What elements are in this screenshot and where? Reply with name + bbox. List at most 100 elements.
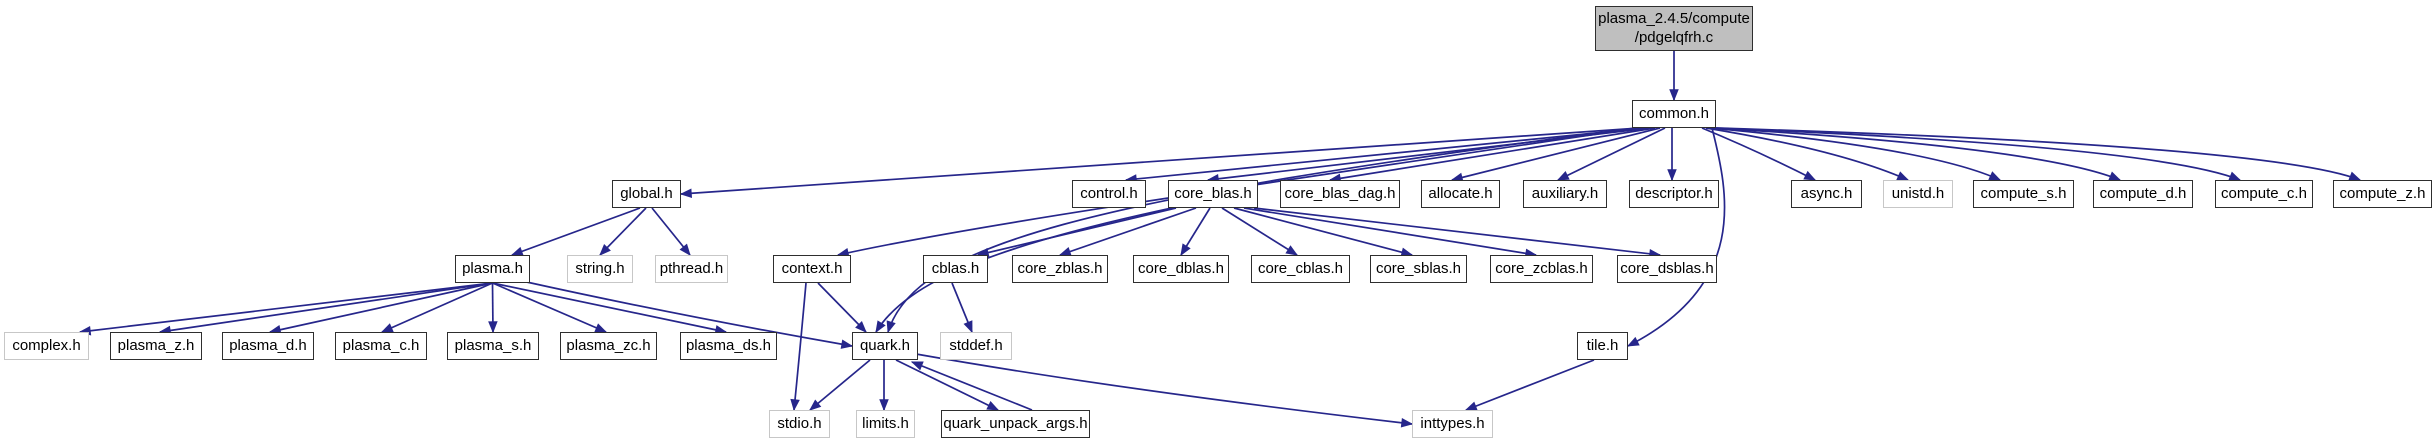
- node-quark-unpack-args-h[interactable]: quark_unpack_args.h: [941, 410, 1090, 438]
- node-descriptor-h[interactable]: descriptor.h: [1629, 180, 1719, 208]
- edge-common-h-to-compute-d-h: [1711, 127, 2122, 181]
- node-inttypes-h: inttypes.h: [1412, 410, 1493, 438]
- node-label: core_blas.h: [1174, 184, 1252, 202]
- node-common-h[interactable]: common.h: [1632, 100, 1716, 128]
- edge-core-blas-h-to-core-dsblas-h: [1253, 207, 1662, 259]
- edge-plasma-h-to-plasma-d-h: [268, 282, 493, 335]
- node-quark-h[interactable]: quark.h: [852, 332, 918, 360]
- edge-common-h-to-quark-h: [886, 127, 1637, 334]
- node-label: control.h: [1080, 184, 1138, 202]
- node-label: plasma_d.h: [229, 336, 307, 354]
- node-label: limits.h: [862, 414, 909, 432]
- node-label: plasma_ds.h: [685, 336, 772, 354]
- edge-core-blas-h-to-core-cblas-h: [1221, 207, 1299, 256]
- edge-common-h-to-async-h: [1701, 127, 1817, 181]
- node-plasma-ds-h[interactable]: plasma_ds.h: [680, 332, 777, 360]
- node-compute-c-h[interactable]: compute_c.h: [2215, 180, 2313, 208]
- node-label: tile.h: [1586, 336, 1619, 354]
- node-plasma-c-h[interactable]: plasma_c.h: [335, 332, 427, 360]
- node-label: compute_s.h: [1980, 184, 2067, 202]
- edge-plasma-h-to-complex-h: [78, 282, 493, 336]
- node-global-h[interactable]: global.h: [612, 180, 681, 208]
- edge-core-blas-h-to-core-zblas-h: [1058, 207, 1197, 257]
- edge-quark-h-to-inttypes-h: [915, 353, 1414, 428]
- edge-cblas-h-to-stddef-h: [951, 282, 973, 334]
- edge-common-h-to-compute-s-h: [1709, 127, 2002, 181]
- node-label: common.h: [1638, 104, 1710, 122]
- edge-context-h-to-quark-h: [817, 282, 867, 333]
- edge-global-h-to-pthread-h: [651, 207, 691, 256]
- node-compute-d-h[interactable]: compute_d.h: [2093, 180, 2193, 208]
- node-label: compute_d.h: [2099, 184, 2187, 202]
- node-label: auxiliary.h: [1531, 184, 1599, 202]
- node-label: compute_z.h: [2339, 184, 2426, 202]
- node-label: pthread.h: [659, 259, 724, 277]
- edge-core-blas-h-to-core-sblas-h: [1233, 207, 1414, 257]
- node-plasma-zc-h[interactable]: plasma_zc.h: [560, 332, 657, 360]
- node-label: async.h: [1800, 184, 1853, 202]
- node-label: core_sblas.h: [1375, 259, 1462, 277]
- node-label: plasma_z.h: [117, 336, 195, 354]
- node-tile-h[interactable]: tile.h: [1577, 332, 1628, 360]
- node-cblas-h[interactable]: cblas.h: [923, 255, 988, 283]
- edge-plasma-h-to-plasma-s-h: [488, 282, 498, 334]
- node-core-dblas-h[interactable]: core_dblas.h: [1133, 255, 1229, 283]
- node-pdgelqfrh-c[interactable]: plasma_2.4.5/compute/pdgelqfrh.c: [1595, 6, 1753, 51]
- node-label: core_dblas.h: [1138, 259, 1224, 277]
- edge-common-h-to-control-h: [1124, 127, 1646, 184]
- node-compute-s-h[interactable]: compute_s.h: [1973, 180, 2074, 208]
- node-label: complex.h: [12, 336, 81, 354]
- node-auxiliary-h[interactable]: auxiliary.h: [1523, 180, 1607, 208]
- node-plasma-d-h[interactable]: plasma_d.h: [222, 332, 314, 360]
- edge-plasma-h-to-plasma-zc-h: [492, 282, 608, 333]
- node-label: /pdgelqfrh.c: [1634, 28, 1714, 46]
- node-context-h[interactable]: context.h: [773, 255, 851, 283]
- node-control-h[interactable]: control.h: [1072, 180, 1146, 208]
- node-label: cblas.h: [931, 259, 980, 277]
- node-pthread-h: pthread.h: [655, 255, 728, 283]
- node-plasma-z-h[interactable]: plasma_z.h: [110, 332, 202, 360]
- edge-common-h-to-allocate-h: [1450, 127, 1661, 183]
- node-core-blas-h[interactable]: core_blas.h: [1168, 180, 1258, 208]
- node-label: quark_unpack_args.h: [943, 414, 1088, 432]
- edge-context-h-to-stdio-h: [790, 282, 807, 412]
- edge-common-h-to-core-blas-dag-h: [1328, 127, 1656, 184]
- edge-core-blas-h-to-core-dblas-h: [1180, 207, 1211, 257]
- edge-core-blas-h-to-cblas-h: [976, 207, 1177, 258]
- node-core-zblas-h[interactable]: core_zblas.h: [1012, 255, 1108, 283]
- edge-common-h-to-unistd-h: [1705, 127, 1910, 181]
- edge-plasma-h-to-plasma-c-h: [380, 282, 493, 333]
- edge-common-h-to-auxiliary-h: [1556, 127, 1666, 181]
- edge-common-h-to-compute-c-h: [1713, 127, 2242, 181]
- node-label: compute_c.h: [2221, 184, 2307, 202]
- edge-common-h-to-tile-h: [1626, 127, 1726, 347]
- node-label: allocate.h: [1428, 184, 1493, 202]
- node-limits-h: limits.h: [856, 410, 915, 438]
- node-plasma-h[interactable]: plasma.h: [455, 255, 530, 283]
- edge-plasma-h-to-plasma-ds-h: [492, 282, 728, 335]
- node-plasma-s-h[interactable]: plasma_s.h: [447, 332, 539, 360]
- edge-common-h-to-context-h: [836, 127, 1639, 258]
- edge-quark-h-to-stdio-h: [809, 359, 871, 411]
- node-core-dsblas-h[interactable]: core_dsblas.h: [1617, 255, 1717, 283]
- node-core-cblas-h[interactable]: core_cblas.h: [1251, 255, 1350, 283]
- node-core-blas-dag-h[interactable]: core_blas_dag.h: [1280, 180, 1400, 208]
- node-compute-z-h[interactable]: compute_z.h: [2333, 180, 2432, 208]
- node-core-sblas-h[interactable]: core_sblas.h: [1370, 255, 1467, 283]
- node-stddef-h: stddef.h: [940, 332, 1012, 360]
- edge-common-h-to-compute-z-h: [1715, 127, 2362, 181]
- edge-common-h-to-global-h: [679, 127, 1641, 199]
- node-label: core_zcblas.h: [1495, 259, 1588, 277]
- node-label: plasma_c.h: [342, 336, 420, 354]
- node-label: core_zblas.h: [1017, 259, 1103, 277]
- node-label: stdio.h: [777, 414, 822, 432]
- node-stdio-h: stdio.h: [769, 410, 830, 438]
- edge-global-h-to-plasma-h: [510, 207, 641, 256]
- node-label: plasma.h: [462, 259, 523, 277]
- node-label: plasma_zc.h: [566, 336, 651, 354]
- node-core-zcblas-h[interactable]: core_zcblas.h: [1490, 255, 1593, 283]
- node-allocate-h[interactable]: allocate.h: [1421, 180, 1500, 208]
- node-async-h[interactable]: async.h: [1791, 180, 1862, 208]
